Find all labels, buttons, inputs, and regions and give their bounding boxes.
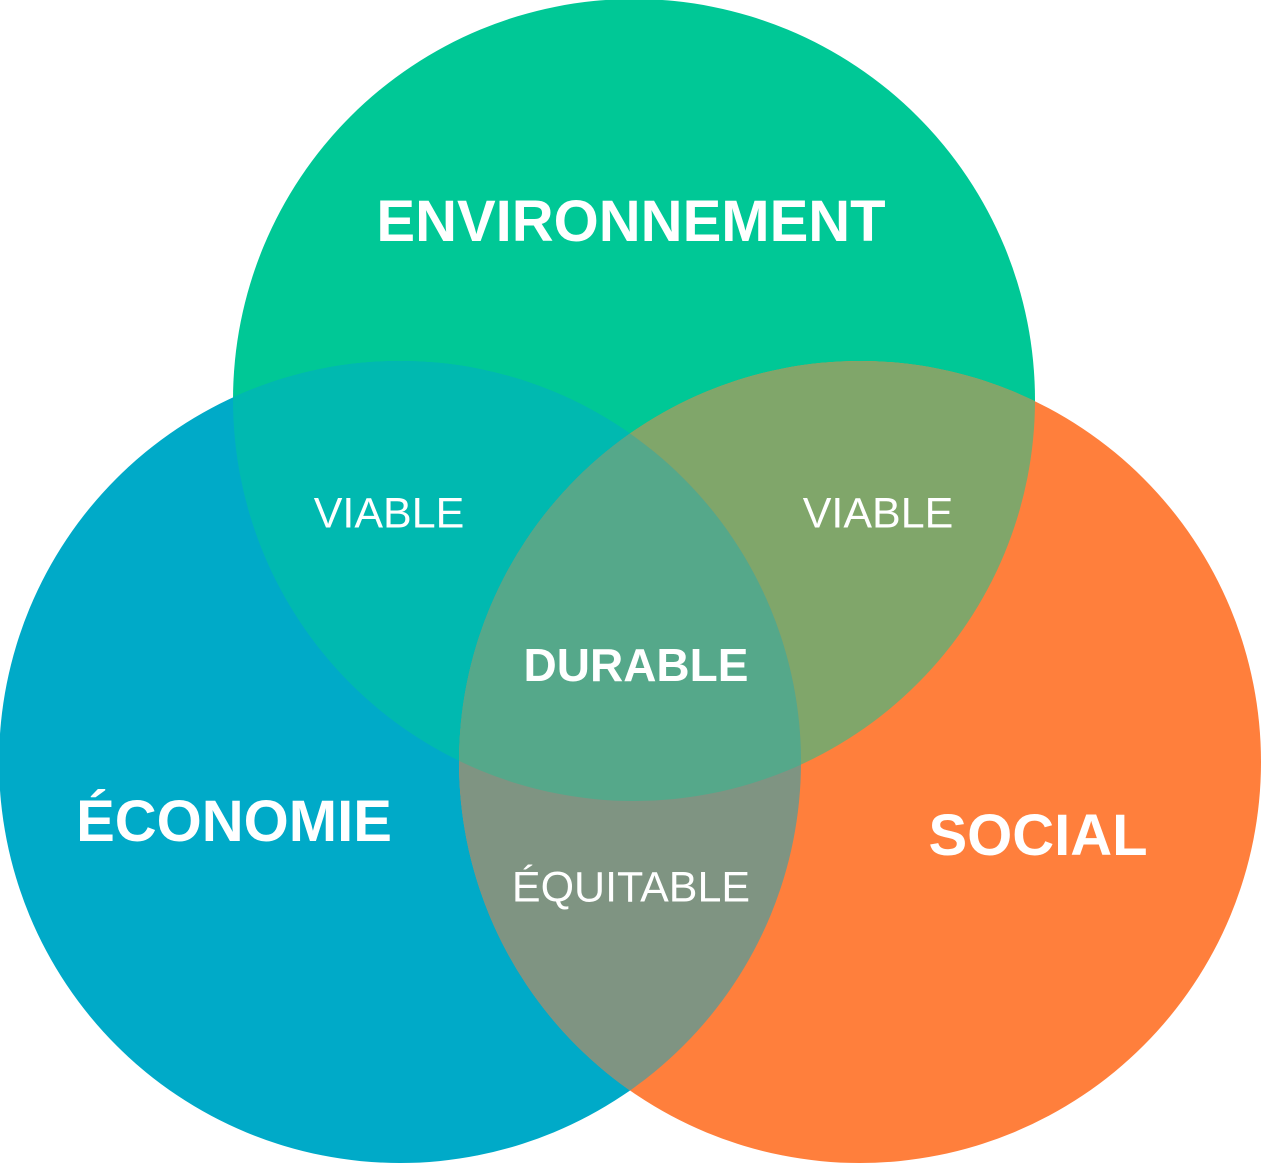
label-viable-left: VIABLE — [313, 489, 465, 538]
label-viable-right: VIABLE — [802, 489, 954, 538]
label-equitable: ÉQUITABLE — [511, 863, 751, 912]
label-social: SOCIAL — [928, 803, 1148, 868]
region-durable-center — [459, 361, 801, 801]
label-environnement: ENVIRONNEMENT — [376, 189, 886, 254]
label-durable: DURABLE — [523, 639, 749, 691]
label-economie: ÉCONOMIE — [76, 789, 392, 854]
